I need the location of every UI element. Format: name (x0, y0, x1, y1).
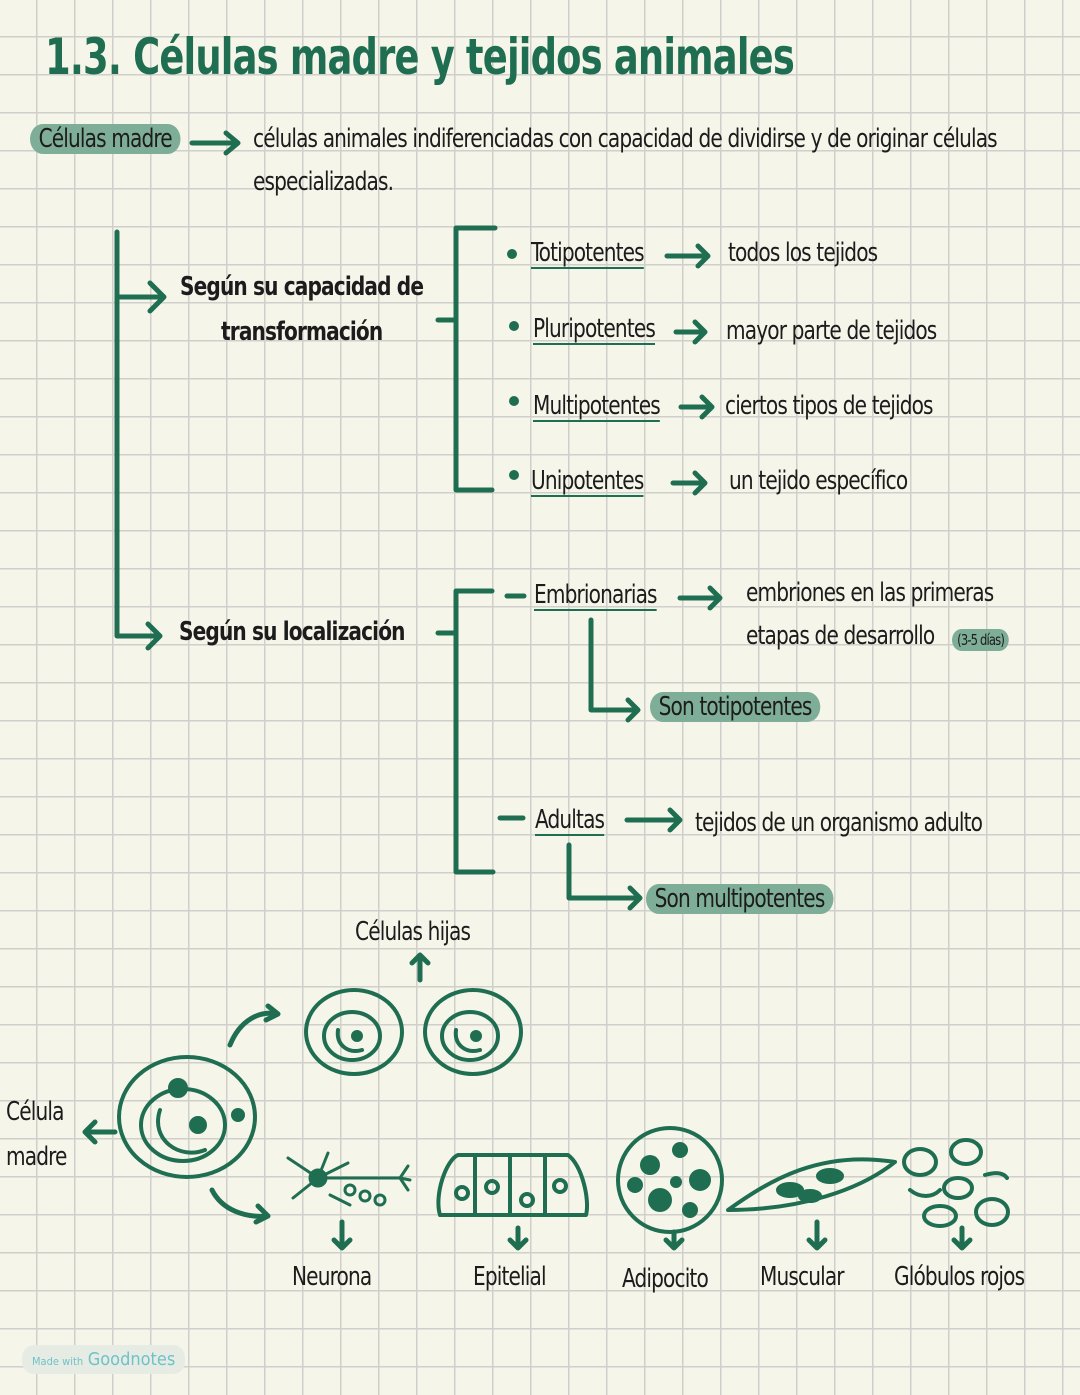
item-totipotentes: Totipotentes (531, 238, 645, 268)
label-adipocito: Adipocito (622, 1264, 709, 1294)
branch1-label-line2: transformación (221, 317, 383, 347)
result-multipotentes: ciertos tipos de tejidos (725, 391, 934, 421)
label-muscular: Muscular (760, 1262, 845, 1292)
definition-line-2: especializadas. (253, 167, 394, 197)
neuron-icon (286, 1151, 412, 1207)
branch2-label: Según su localización (179, 617, 406, 647)
item-unipotentes: Unipotentes (531, 466, 644, 496)
watermark-small: Made with (32, 1355, 84, 1368)
item-adultas: Adultas (535, 805, 605, 835)
embrionarias-line1: embriones en las primeras (746, 578, 994, 608)
item-multipotentes: Multipotentes (533, 391, 661, 421)
branch1-label-line1: Según su capacidad de (180, 272, 424, 302)
item-pluripotentes: Pluripotentes (533, 314, 656, 344)
daughter-cell-icon (304, 988, 523, 1076)
red-blood-cells-icon (902, 1138, 1010, 1228)
adipocyte-icon (616, 1126, 724, 1234)
definition-line-1: células animales indiferenciadas con cap… (253, 124, 998, 154)
note-son-totipotentes: Son totipotentes (650, 692, 821, 722)
item-embrionarias: Embrionarias (534, 580, 658, 610)
adultas-text: tejidos de un organismo adulto (695, 808, 983, 838)
label-madre: madre (6, 1142, 67, 1172)
result-unipotentes: un tejido específico (729, 466, 908, 496)
epithelial-icon (436, 1153, 589, 1217)
label-celula: Célula (6, 1097, 64, 1127)
muscle-icon (726, 1157, 897, 1212)
mother-cell-icon (117, 1055, 257, 1179)
label-epitelial: Epitelial (473, 1262, 547, 1292)
watermark-brand: Goodnotes (87, 1349, 176, 1370)
label-globulos-rojos: Glóbulos rojos (894, 1262, 1025, 1292)
page-title: 1.3. Células madre y tejidos animales (45, 28, 795, 86)
result-totipotentes: todos los tejidos (728, 238, 878, 268)
days-badge: (3-5 días) (952, 629, 1010, 651)
result-pluripotentes: mayor parte de tejidos (726, 316, 937, 346)
label-neurona: Neurona (292, 1262, 372, 1292)
note-son-multipotentes: Son multipotentes (646, 884, 834, 914)
term-celulas-madre: Células madre (30, 124, 181, 154)
label-celulas-hijas: Células hijas (355, 917, 471, 947)
embrionarias-line2: etapas de desarrollo (746, 621, 935, 651)
goodnotes-watermark: Made with Goodnotes (22, 1345, 186, 1374)
